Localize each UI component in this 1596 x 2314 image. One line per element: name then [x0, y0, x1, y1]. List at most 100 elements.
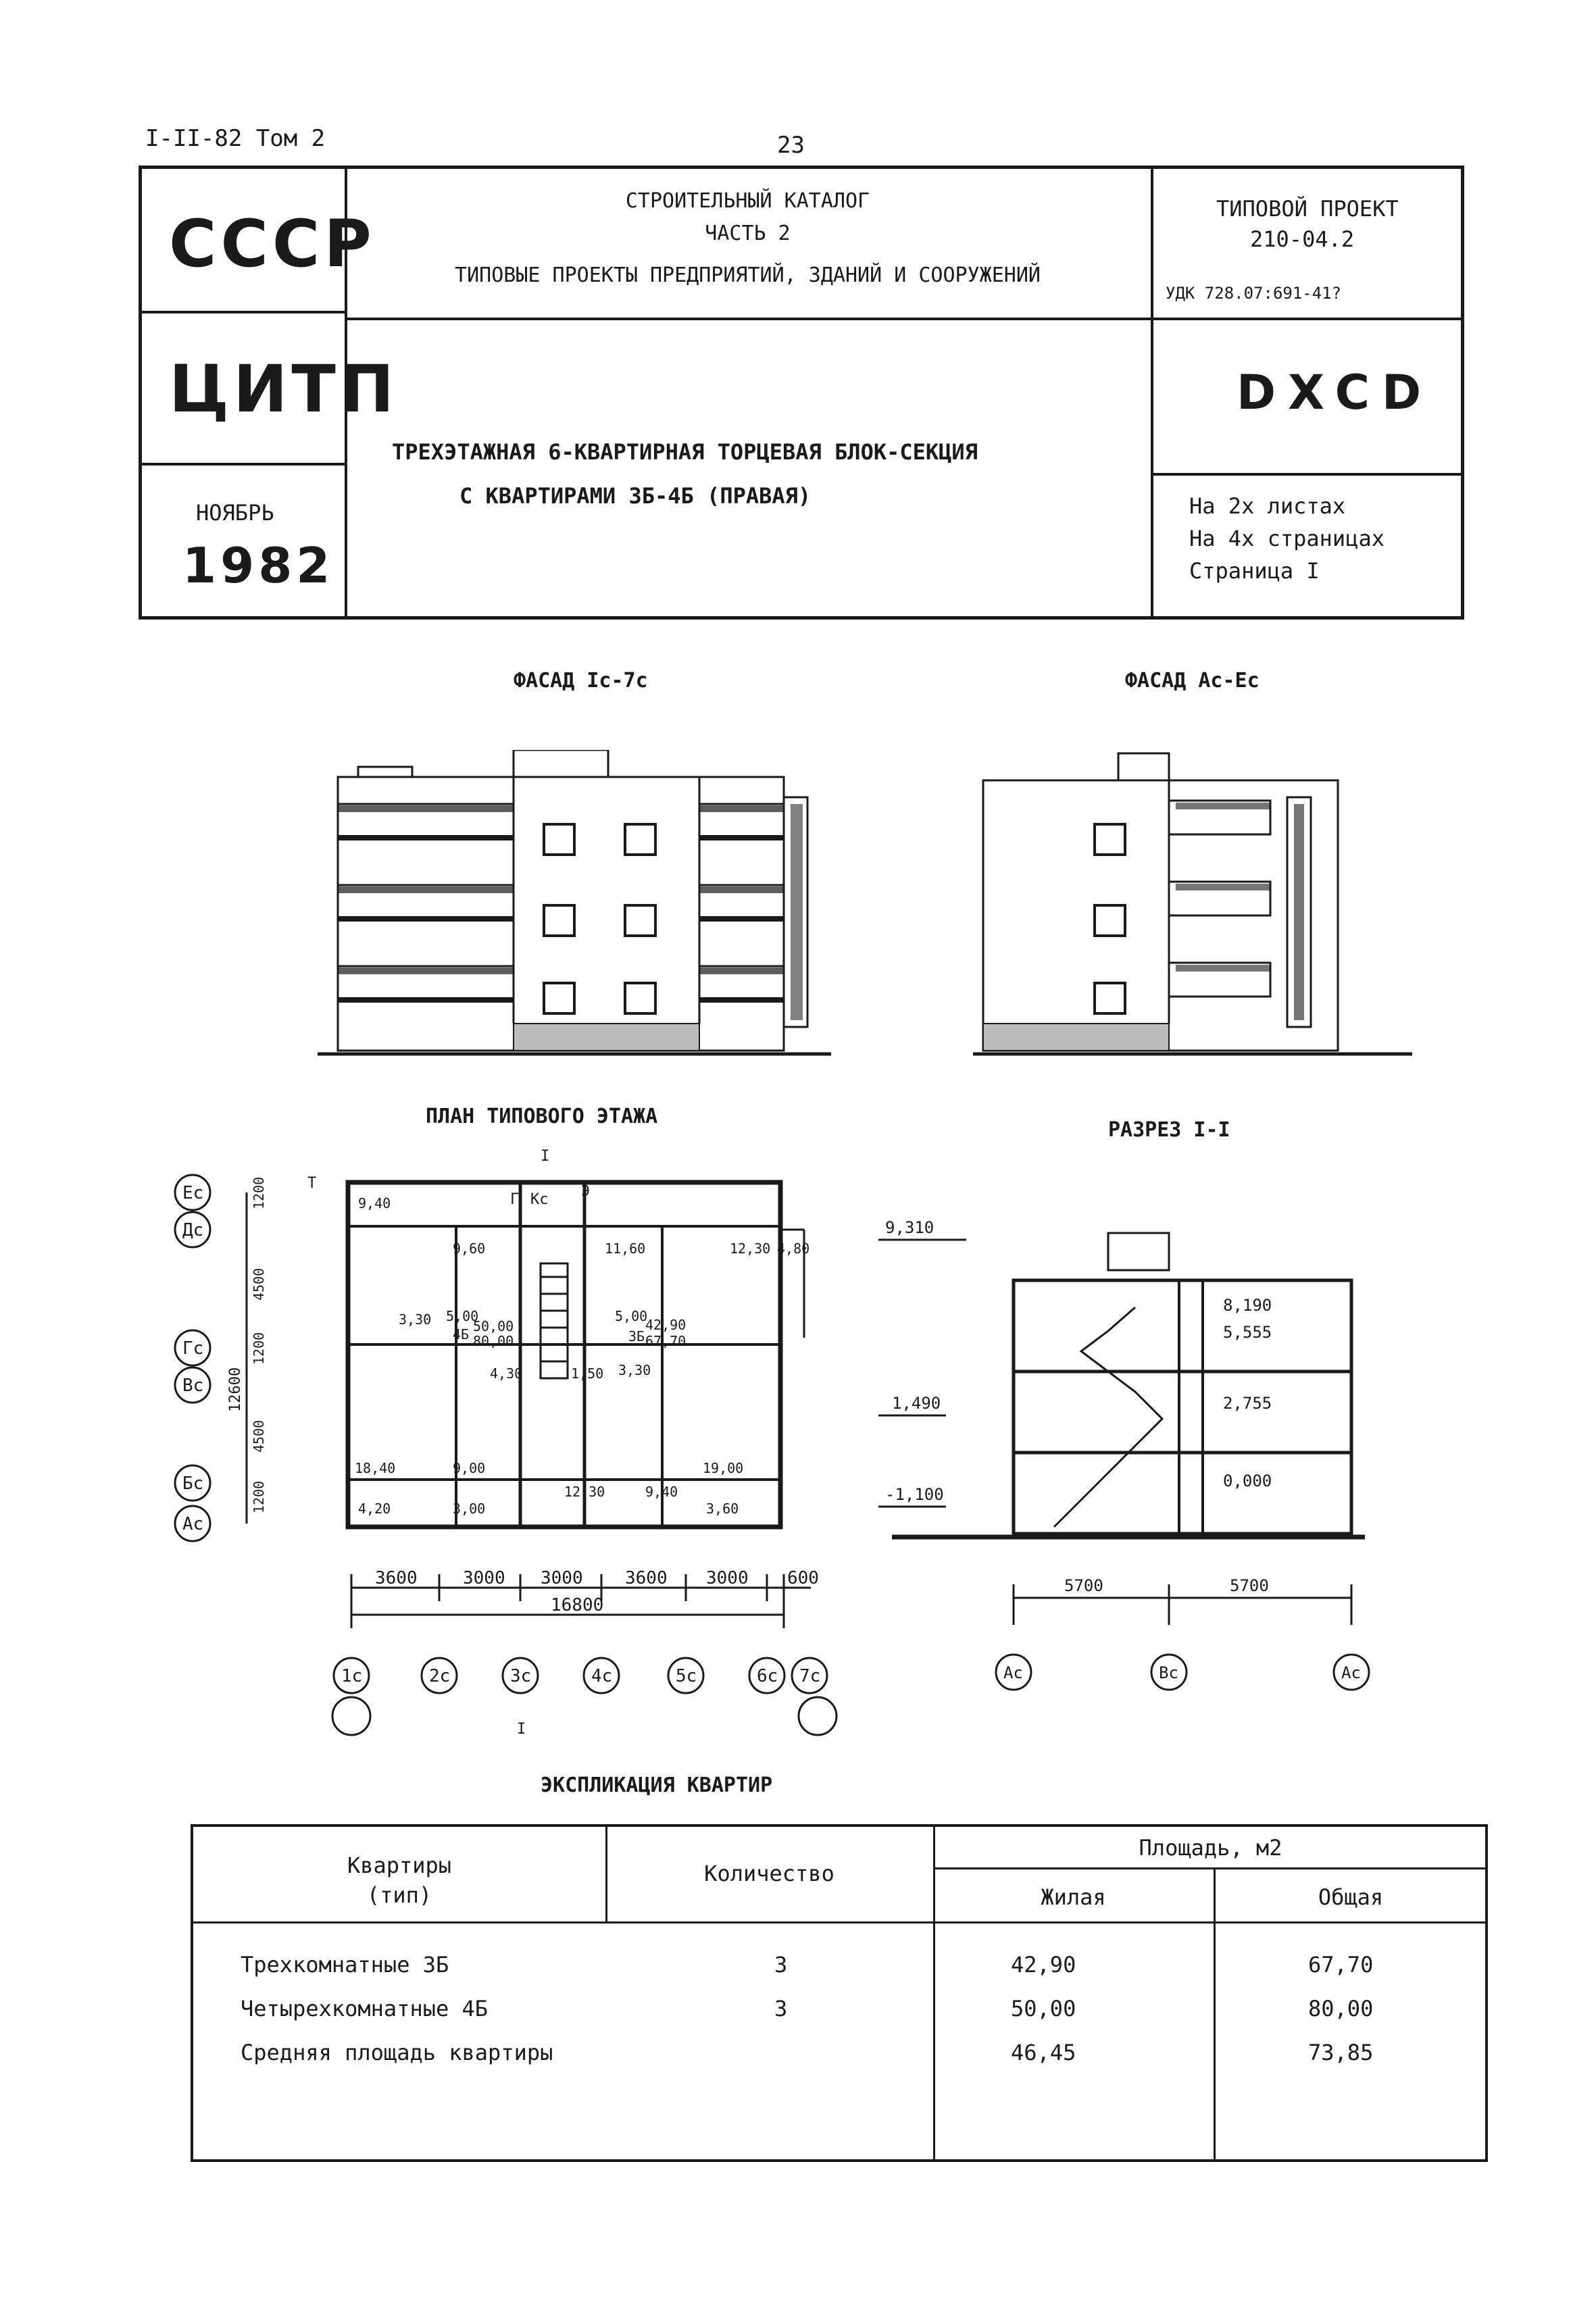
- svg-text:4,80: 4,80: [777, 1240, 809, 1257]
- plan-axis-label: Вс: [182, 1376, 203, 1396]
- svg-text:12,30: 12,30: [564, 1484, 605, 1500]
- section-mark: 2,755: [1223, 1394, 1272, 1413]
- svg-text:3,30: 3,30: [399, 1311, 431, 1328]
- udk-code: УДК 728.07:691-41?: [1166, 284, 1342, 303]
- svg-text:Э: Э: [581, 1183, 590, 1200]
- svg-text:3,00: 3,00: [453, 1501, 485, 1517]
- sheet-count: На 2х листах: [1189, 493, 1346, 519]
- plan-axis-label: 5с: [676, 1666, 697, 1686]
- title-block: СССР ЦИТП НОЯБРЬ 1982 СТРОИТЕЛЬНЫЙ КАТАЛ…: [139, 166, 1464, 620]
- svg-text:4,20: 4,20: [358, 1501, 391, 1517]
- plan-dim: 1200: [251, 1481, 267, 1513]
- row-name: Средняя площадь квартиры: [241, 2040, 553, 2065]
- plan-axis-label: Ес: [182, 1183, 203, 1203]
- svg-text:3,30: 3,30: [618, 1362, 651, 1378]
- plan-dim: 4500: [251, 1268, 267, 1301]
- issue-month: НОЯБРЬ: [196, 500, 274, 526]
- section-dim: 5700: [1230, 1576, 1269, 1595]
- section-caption: РАЗРЕЗ I-I: [1108, 1118, 1230, 1142]
- facade-1-drawing: [318, 750, 831, 1056]
- section-mark: 0,000: [1223, 1472, 1272, 1490]
- svg-text:I: I: [517, 1721, 526, 1738]
- row-count: 3: [774, 1996, 788, 2021]
- page-count: На 4х страницах: [1189, 526, 1385, 551]
- plan-total-depth: 12600: [227, 1367, 244, 1412]
- row-living: 42,90: [1011, 1952, 1076, 1978]
- svg-text:9,40: 9,40: [358, 1195, 391, 1211]
- project-number: 210-04.2: [1250, 226, 1355, 252]
- svg-text:3Б: 3Б: [628, 1328, 645, 1344]
- svg-text:5,00: 5,00: [615, 1308, 647, 1324]
- row-total: 67,70: [1308, 1952, 1374, 1978]
- plan-dim: 3600: [375, 1568, 418, 1588]
- plan-drawing: Ес Дс Гс Вс Бс Ас 1с 2с 3с 4с 5с 6с 7с 3…: [174, 1148, 838, 1738]
- svg-text:3,60: 3,60: [706, 1501, 739, 1517]
- row-count: 3: [774, 1952, 788, 1978]
- svg-text:9,60: 9,60: [453, 1240, 485, 1257]
- svg-text:67,70: 67,70: [645, 1333, 686, 1349]
- svg-text:5,00: 5,00: [446, 1308, 478, 1324]
- plan-axis-label: Ас: [182, 1514, 203, 1534]
- section-mark: 1,490: [892, 1394, 941, 1413]
- svg-text:80,00: 80,00: [473, 1333, 514, 1349]
- section-mark: -1,100: [885, 1485, 944, 1504]
- page-label: Страница I: [1189, 558, 1320, 584]
- svg-text:1,50: 1,50: [571, 1365, 603, 1382]
- plan-axis-label: 6с: [757, 1666, 778, 1686]
- plan-dim: 3600: [625, 1568, 668, 1588]
- svg-text:4,30: 4,30: [490, 1365, 522, 1382]
- catalog-line-1: СТРОИТЕЛЬНЫЙ КАТАЛОГ: [625, 189, 870, 213]
- facade-1-caption: ФАСАД Iс-7с: [514, 669, 648, 693]
- plan-dim: 3000: [706, 1568, 749, 1588]
- col-header-count: Количество: [704, 1861, 834, 1886]
- col-header-total: Общая: [1318, 1884, 1384, 1910]
- row-total: 80,00: [1308, 1996, 1374, 2021]
- svg-text:Т: Т: [307, 1175, 316, 1192]
- org-citp: ЦИТП: [169, 351, 399, 427]
- svg-text:9,00: 9,00: [453, 1460, 485, 1476]
- svg-text:Г: Г: [510, 1191, 519, 1208]
- page-number: 23: [777, 132, 805, 159]
- svg-text:50,00: 50,00: [473, 1318, 514, 1334]
- row-name: Трехкомнатные 3Б: [241, 1952, 449, 1978]
- section-dim: 5700: [1064, 1576, 1103, 1595]
- section-mark: 9,310: [885, 1218, 934, 1237]
- svg-text:42,90: 42,90: [645, 1317, 686, 1333]
- document-series: I-II-82 Том 2: [145, 125, 326, 152]
- section-mark: 5,555: [1223, 1323, 1272, 1342]
- plan-axis-label: Гс: [182, 1338, 203, 1359]
- section-axis-label: Вс: [1159, 1663, 1178, 1682]
- catalog-line-3: ТИПОВЫЕ ПРОЕКТЫ ПРЕДПРИЯТИЙ, ЗДАНИЙ И СО…: [455, 263, 1041, 287]
- svg-text:I: I: [541, 1148, 549, 1165]
- svg-text:9,40: 9,40: [645, 1484, 678, 1500]
- col-header-living: Жилая: [1041, 1884, 1106, 1910]
- explication-title: ЭКСПЛИКАЦИЯ КВАРТИР: [541, 1774, 773, 1797]
- plan-dim: 3000: [541, 1568, 583, 1588]
- project-label: ТИПОВОЙ ПРОЕКТ: [1216, 196, 1399, 222]
- title-line-2: С КВАРТИРАМИ 3Б-4Б (ПРАВАЯ): [459, 483, 812, 509]
- row-name: Четырехкомнатные 4Б: [241, 1996, 489, 2021]
- plan-axis-label: Дс: [182, 1220, 203, 1240]
- plan-axis-label: Бс: [182, 1474, 203, 1494]
- plan-caption: ПЛАН ТИПОВОГО ЭТАЖА: [426, 1105, 658, 1128]
- plan-dim: 1200: [251, 1332, 267, 1365]
- explication-table: Квартиры (тип) Количество Площадь, м2 Жи…: [191, 1824, 1488, 2162]
- row-total: 73,85: [1308, 2040, 1374, 2065]
- plan-axis-label: 7с: [799, 1666, 820, 1686]
- svg-text:11,60: 11,60: [605, 1240, 645, 1257]
- section-axis-label: Ас: [1003, 1663, 1023, 1682]
- section-axis-label: Ас: [1341, 1663, 1361, 1682]
- row-living: 46,45: [1011, 2040, 1076, 2065]
- plan-axis-label: 3с: [510, 1666, 531, 1686]
- catalog-line-2: ЧАСТЬ 2: [705, 222, 791, 245]
- row-living: 50,00: [1011, 1996, 1076, 2021]
- plan-dim: 4500: [251, 1420, 267, 1453]
- svg-text:12,30: 12,30: [730, 1240, 770, 1257]
- section-drawing: 9,310 8,190 5,555 2,755 0,000 1,490 -1,1…: [878, 1218, 1370, 1691]
- svg-text:19,00: 19,00: [703, 1460, 743, 1476]
- document-code: DXCD: [1237, 365, 1434, 420]
- title-line-1: ТРЕХЭТАЖНАЯ 6-КВАРТИРНАЯ ТОРЦЕВАЯ БЛОК-С…: [392, 439, 978, 465]
- plan-total-width: 16800: [551, 1595, 603, 1615]
- plan-dim: 600: [787, 1568, 819, 1588]
- org-ussr: СССР: [169, 206, 376, 282]
